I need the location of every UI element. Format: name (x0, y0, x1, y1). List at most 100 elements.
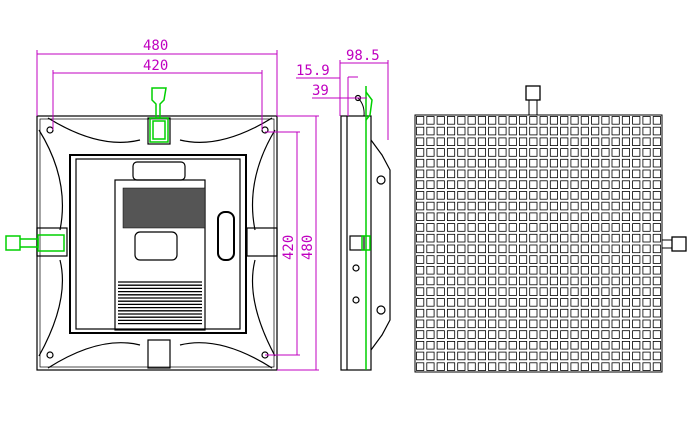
led-pixel (591, 244, 600, 254)
led-pixel (416, 319, 425, 329)
led-pixel (570, 298, 579, 307)
led-pixel (560, 287, 569, 296)
led-pixel (446, 180, 456, 189)
led-pixel (519, 137, 528, 146)
dim-width-420: 420 (143, 58, 168, 74)
led-pixel (457, 201, 466, 211)
led-pixel (560, 362, 569, 371)
led-pixel (642, 244, 651, 254)
led-pixel (591, 126, 600, 136)
led-pixel (642, 330, 651, 339)
led-pixel (580, 212, 589, 221)
led-pixel (601, 126, 610, 136)
led-pixel (580, 287, 589, 296)
led-pixel (508, 148, 517, 157)
led-pixel (652, 180, 661, 189)
led-pixel (477, 298, 486, 307)
led-pixel (601, 362, 610, 371)
led-pixel (601, 319, 610, 329)
led-pixel (488, 169, 497, 179)
led-pixel (436, 233, 445, 243)
led-pixel (632, 362, 641, 371)
led-pixel (416, 287, 425, 296)
led-pixel (580, 319, 589, 329)
led-pixel (560, 255, 569, 264)
led-pixel (560, 308, 569, 318)
led-pixel (436, 137, 445, 146)
led-pixel (570, 169, 579, 179)
led-pixel (642, 233, 651, 243)
led-pixel (529, 191, 538, 200)
led-pixel (477, 223, 486, 232)
led-pixel (601, 330, 610, 339)
led-pixel (652, 148, 661, 157)
led-pixel (632, 212, 641, 221)
led-pixel (457, 351, 466, 361)
led-pixel (570, 233, 579, 243)
led-pixel (488, 319, 497, 329)
led-pixel (508, 362, 517, 371)
led-pixel (416, 276, 425, 286)
led-pixel (591, 223, 600, 232)
led-pixel (549, 362, 558, 371)
led-pixel (519, 244, 528, 254)
led-pixel (446, 116, 456, 125)
led-pixel (467, 180, 476, 189)
led-pixel (549, 298, 558, 307)
led-pixel (570, 116, 579, 125)
led-pixel (529, 169, 538, 179)
led-pixel (601, 255, 610, 264)
vent-grid (122, 187, 206, 229)
led-pixel (426, 265, 435, 275)
led-pixel (621, 351, 630, 361)
led-pixel (539, 201, 548, 211)
led-pixel (549, 116, 558, 125)
led-pixel (467, 126, 476, 136)
led-pixel (416, 265, 425, 275)
led-pixel (539, 137, 548, 146)
led-pixel (580, 308, 589, 318)
led-pixel (529, 319, 538, 329)
led-pixel (591, 212, 600, 221)
led-pixel (539, 233, 548, 243)
led-pixel (436, 340, 445, 350)
led-pixel (632, 265, 641, 275)
led-pixel (601, 116, 610, 125)
led-pixel (611, 116, 620, 125)
led-pixel (560, 276, 569, 286)
led-pixel (519, 340, 528, 350)
led-pixel (642, 158, 651, 168)
led-pixel (549, 212, 558, 221)
led-pixel (529, 287, 538, 296)
led-pixel (519, 233, 528, 243)
led-pixel (621, 137, 630, 146)
led-pixel (529, 116, 538, 125)
led-pixel (642, 212, 651, 221)
led-pixel (642, 276, 651, 286)
led-pixel (539, 126, 548, 136)
led-pixel (416, 298, 425, 307)
led-pixel (446, 308, 456, 318)
led-pixel (611, 255, 620, 264)
led-pixel (446, 362, 456, 371)
led-pixel (570, 180, 579, 189)
led-pixel (467, 137, 476, 146)
led-pixel (529, 201, 538, 211)
led-pixel (467, 276, 476, 286)
led-pixel (652, 201, 661, 211)
led-pixel (560, 201, 569, 211)
led-pixel (580, 116, 589, 125)
led-pixel (621, 169, 630, 179)
led-pixel (549, 191, 558, 200)
led-pixel (539, 158, 548, 168)
led-pixel (560, 351, 569, 361)
led-pixel (467, 201, 476, 211)
led-pixel (621, 255, 630, 264)
led-pixel (457, 148, 466, 157)
led-pixel (549, 308, 558, 318)
led-pixel (642, 201, 651, 211)
led-pixel (632, 137, 641, 146)
led-pixel (642, 362, 651, 371)
led-pixel (529, 298, 538, 307)
led-pixel (642, 126, 651, 136)
